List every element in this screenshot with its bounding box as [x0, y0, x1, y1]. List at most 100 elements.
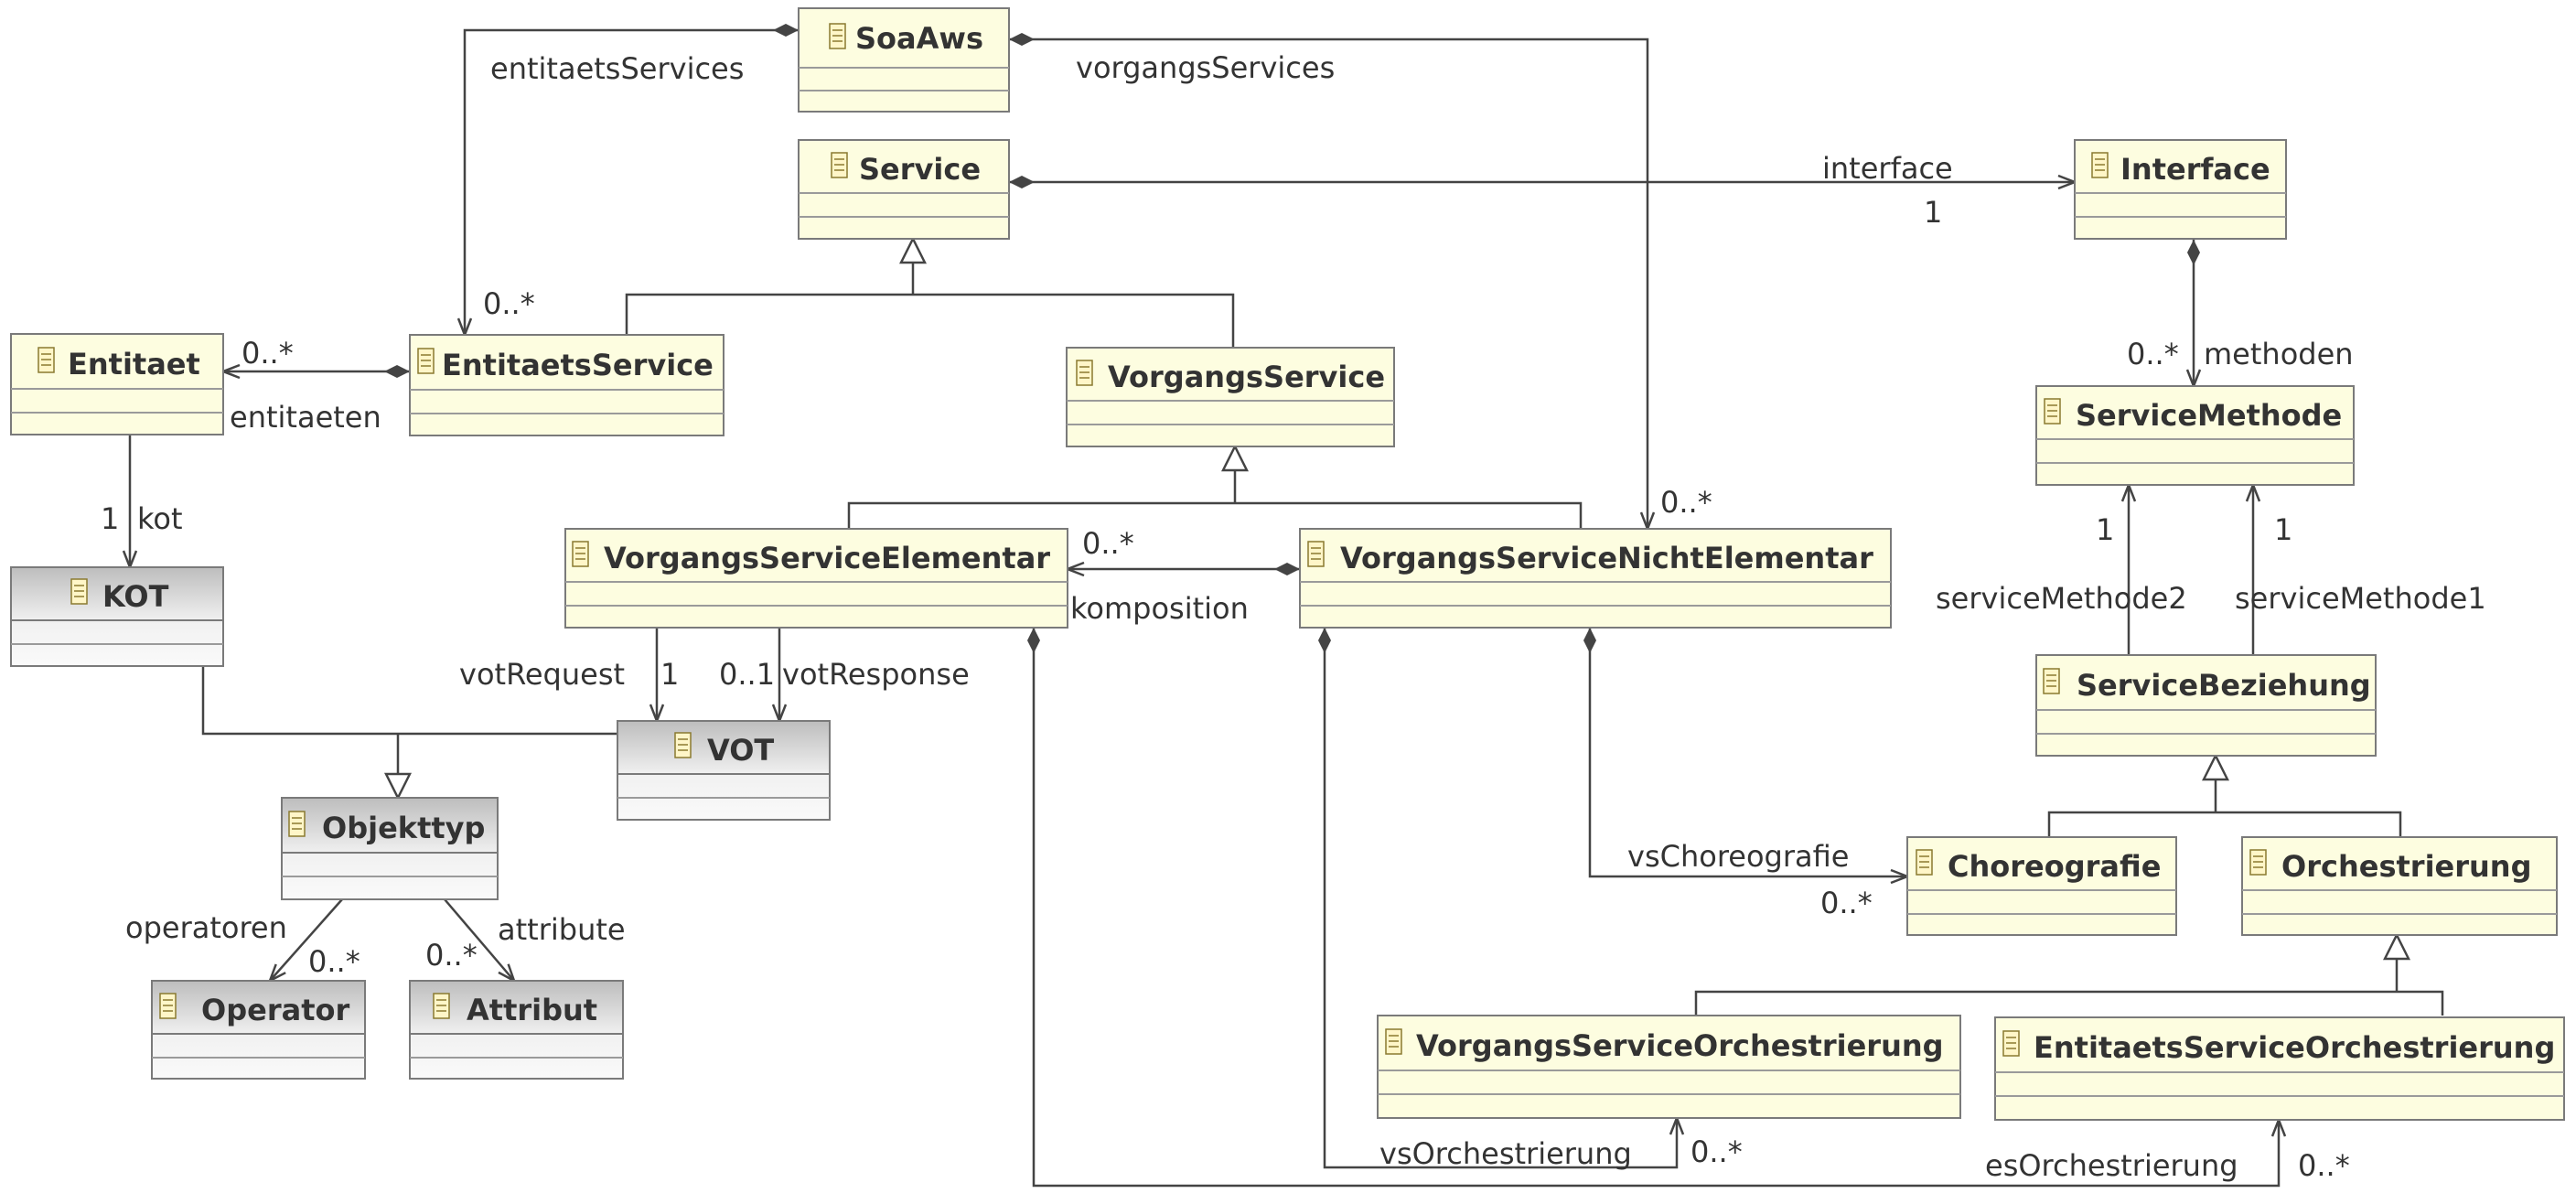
class-title: VorgangsServiceElementar	[604, 541, 1050, 575]
class-icon	[433, 993, 450, 1019]
class-icon	[2002, 1030, 2020, 1057]
label-es-mult: 0..*	[483, 286, 535, 321]
class-icon	[288, 811, 306, 837]
classes: SoaAws Service Interface	[10, 7, 2565, 1121]
objekttyp-attribut	[444, 898, 514, 981]
class-servicemethode[interactable]: ServiceMethode	[2035, 385, 2355, 486]
label-sm1-mult: 1	[2274, 512, 2292, 547]
class-icon	[2044, 398, 2061, 425]
label-interface-mult: 1	[1924, 195, 1942, 230]
soaaws-vsne-composition	[1009, 39, 1648, 529]
soaaws-entitaetsservice-composition	[465, 30, 799, 335]
label-servicemethode1: serviceMethode1	[2235, 581, 2486, 616]
class-vorgangsservice[interactable]: VorgangsService	[1066, 347, 1395, 447]
class-title: Service	[859, 152, 981, 187]
class-icon	[831, 152, 848, 178]
class-icon	[159, 993, 177, 1019]
class-icon	[2091, 152, 2109, 178]
class-vot[interactable]: VOT	[617, 720, 831, 821]
class-title: VorgangsService	[1108, 360, 1385, 394]
label-entitaetsservices: entitaetsServices	[490, 51, 744, 86]
class-kot[interactable]: KOT	[10, 566, 224, 667]
label-vsorchestrierung: vsOrchestrierung	[1379, 1136, 1632, 1171]
choreografie-generalization	[2047, 811, 2402, 837]
class-title: VorgangsServiceOrchestrierung	[1416, 1028, 1944, 1063]
class-vorgangsserviceorchestrierung[interactable]: VorgangsServiceOrchestrierung	[1377, 1015, 1961, 1119]
label-kot-role: kot	[137, 501, 183, 536]
label-attribute: attribute	[498, 912, 626, 947]
label-attribute-mult: 0..*	[425, 938, 478, 973]
label-vsne-mult: 0..*	[1660, 485, 1712, 520]
class-icon	[572, 541, 589, 567]
vse-eso-composition	[1034, 628, 2279, 1188]
label-servicemethode2: serviceMethode2	[1936, 581, 2187, 616]
class-title: Objekttyp	[322, 811, 485, 845]
class-icon	[1307, 541, 1325, 567]
label-interface-role: interface	[1822, 151, 1953, 186]
class-entitaetsservice[interactable]: EntitaetsService	[409, 334, 724, 436]
objekttyp-operator	[270, 898, 343, 981]
class-choreografie[interactable]: Choreografie	[1906, 836, 2177, 936]
class-icon	[417, 348, 435, 374]
class-service[interactable]: Service	[798, 139, 1010, 240]
class-title: EntitaetsServiceOrchestrierung	[2034, 1030, 2555, 1065]
class-entitaetsserviceorchestrierung[interactable]: EntitaetsServiceOrchestrierung	[1994, 1016, 2565, 1121]
class-icon	[1916, 849, 1933, 876]
class-title: ServiceBeziehung	[2077, 668, 2371, 703]
label-vschoreografie: vsChoreografie	[1627, 839, 1849, 874]
class-icon	[70, 578, 88, 605]
label-operator-mult: 0..*	[308, 944, 360, 979]
label-operatoren: operatoren	[125, 910, 287, 945]
class-title: Orchestrierung	[2281, 849, 2531, 884]
vso-generalization	[1694, 990, 2444, 1016]
class-icon	[2249, 849, 2267, 876]
class-title: SoaAws	[855, 21, 983, 56]
class-title: Interface	[2120, 152, 2270, 187]
class-icon	[1076, 360, 1093, 386]
class-title: Attribut	[467, 993, 597, 1027]
label-komposition: komposition	[1070, 591, 1249, 626]
class-title: VOT	[707, 733, 774, 768]
class-servicebeziehung[interactable]: ServiceBeziehung	[2035, 654, 2377, 757]
class-soaaws[interactable]: SoaAws	[798, 7, 1010, 113]
class-title: KOT	[102, 579, 169, 614]
class-entitaet[interactable]: Entitaet	[10, 333, 224, 435]
label-vorgangsservices: vorgangsServices	[1076, 50, 1335, 85]
class-orchestrierung[interactable]: Orchestrierung	[2241, 836, 2558, 936]
label-methoden: methoden	[2204, 337, 2354, 371]
class-icon	[674, 732, 692, 758]
class-attribut[interactable]: Attribut	[409, 980, 624, 1080]
label-votresponse-mult: 0..1	[719, 657, 775, 692]
label-esorchestrierung: esOrchestrierung	[1985, 1148, 2238, 1183]
label-votrequest: votRequest	[459, 657, 625, 692]
class-title: ServiceMethode	[2076, 398, 2342, 433]
label-methoden-mult: 0..*	[2127, 337, 2179, 371]
class-icon	[2043, 668, 2060, 694]
class-title: Entitaet	[68, 347, 200, 382]
edge-labels: entitaetsServices vorgangsServices inter…	[101, 50, 2486, 1183]
label-choreo-mult: 0..*	[1820, 886, 1873, 920]
class-icon	[829, 23, 846, 49]
label-entitaeten: entitaeten	[230, 400, 381, 435]
label-eso-mult: 0..*	[2298, 1148, 2350, 1183]
class-title: EntitaetsService	[442, 348, 714, 382]
class-icon	[1385, 1028, 1402, 1055]
connectors	[130, 30, 2444, 1188]
class-vorgangsservicenichtelementar[interactable]: VorgangsServiceNichtElementar	[1299, 528, 1892, 629]
class-vorgangsserviceelementar[interactable]: VorgangsServiceElementar	[564, 528, 1068, 629]
label-sm2-mult: 1	[2096, 512, 2114, 547]
label-entitaet-mult: 0..*	[242, 336, 294, 371]
label-votrequest-mult: 1	[660, 657, 679, 692]
entitaetsservice-generalization	[625, 293, 1235, 348]
class-operator[interactable]: Operator	[151, 980, 366, 1080]
class-title: Operator	[201, 993, 349, 1027]
class-interface[interactable]: Interface	[2074, 139, 2287, 240]
kot-generalization	[201, 666, 617, 736]
label-votresponse: votResponse	[782, 657, 970, 692]
class-icon	[38, 347, 55, 373]
label-kot-mult: 1	[101, 501, 119, 536]
label-vso-mult: 0..*	[1690, 1134, 1743, 1169]
class-objekttyp[interactable]: Objekttyp	[281, 797, 499, 900]
label-komposition-mult: 0..*	[1082, 526, 1134, 561]
